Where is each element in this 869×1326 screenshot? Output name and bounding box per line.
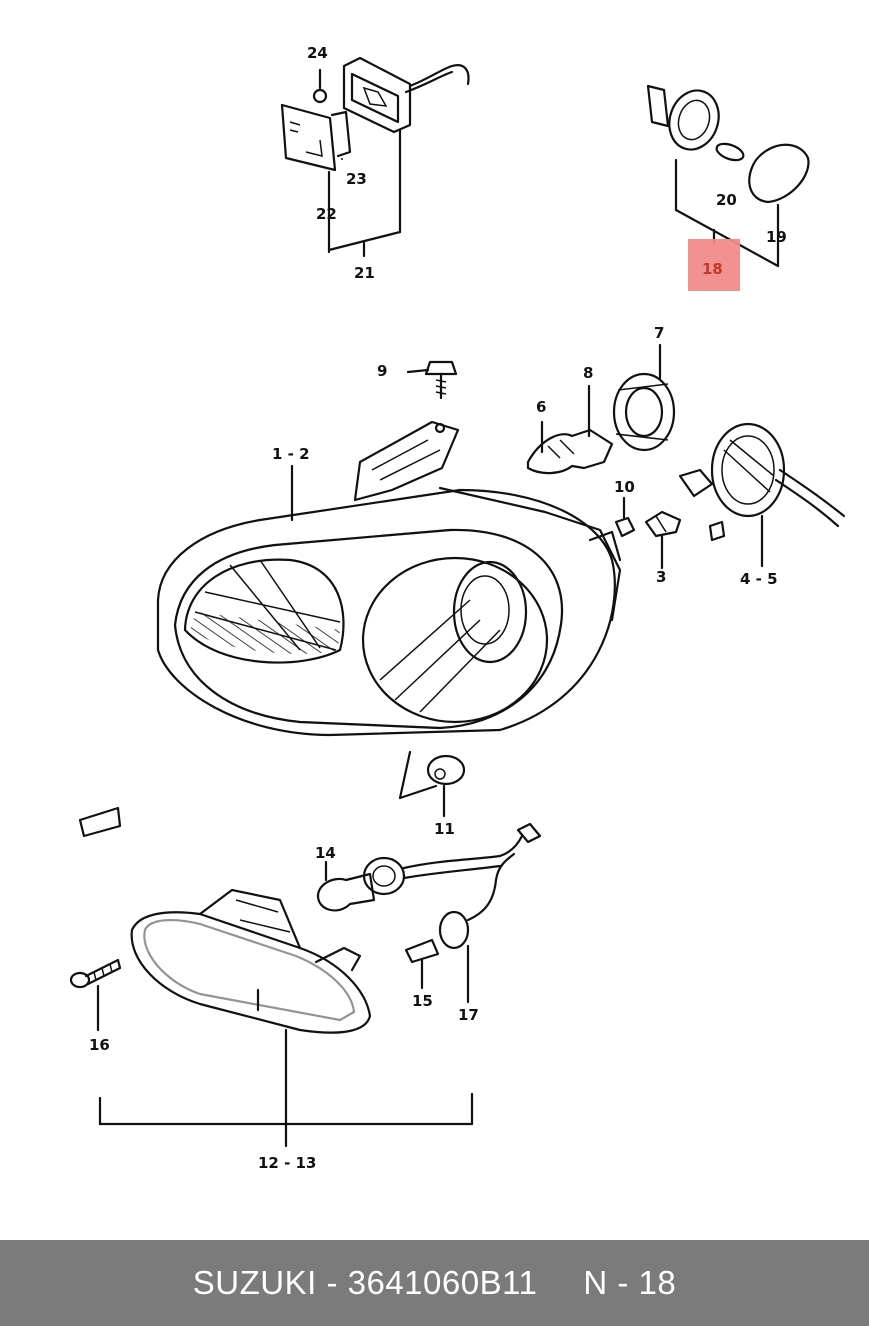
- part-label-14: 14: [315, 844, 336, 862]
- part-label-3: 3: [656, 568, 666, 586]
- part-label-7: 7: [654, 324, 664, 342]
- part-label-19: 19: [766, 228, 787, 246]
- part-label-22: 22: [316, 205, 337, 223]
- headlamp-assembly: [156, 420, 622, 737]
- bulb-15-socket-17: [404, 852, 516, 1004]
- part-label-4-5: 4 - 5: [740, 570, 778, 588]
- highlight-box-18: [688, 239, 740, 291]
- part-label-18: 18: [702, 260, 723, 278]
- nut-10-bulb-3: [614, 496, 682, 570]
- screw-16: [69, 958, 122, 1032]
- parts-diagram: 24 23 22 21 18 20 19: [69, 44, 846, 1172]
- clip-part: [78, 806, 122, 838]
- part-label-15: 15: [412, 992, 433, 1010]
- part-label-23: 23: [346, 170, 367, 188]
- side-turn-lamp-assembly: [646, 84, 810, 268]
- part-label-17: 17: [458, 1006, 479, 1024]
- footer-bar: SUZUKI - 3641060B11 N - 18: [0, 1240, 869, 1326]
- screw-9: [406, 360, 458, 400]
- part-label-24: 24: [307, 44, 328, 62]
- part-label-1-2: 1 - 2: [272, 445, 310, 463]
- bracket-12-13: [98, 1028, 474, 1148]
- part-label-21: 21: [354, 264, 375, 282]
- part-label-10: 10: [614, 478, 635, 496]
- cap-7: [612, 343, 676, 452]
- side-marker-assembly: [280, 56, 470, 258]
- bulb-14: [316, 822, 542, 912]
- part-label-6: 6: [536, 398, 546, 416]
- bulb-6-socket-8: [526, 384, 614, 475]
- part-label-8: 8: [583, 364, 593, 382]
- part-label-11: 11: [434, 820, 455, 838]
- brand-part-number: SUZUKI - 3641060B11: [192, 1264, 538, 1301]
- part-label-12-13: 12 - 13: [258, 1154, 316, 1172]
- part-label-9: 9: [377, 362, 387, 380]
- front-combination-lamp: [130, 888, 372, 1034]
- grommet-11: [398, 750, 466, 818]
- part-label-16: 16: [89, 1036, 110, 1054]
- part-label-20: 20: [716, 191, 737, 209]
- parking-lamp-housing-4-5: [678, 422, 846, 568]
- diagram-reference: N - 18: [583, 1264, 677, 1301]
